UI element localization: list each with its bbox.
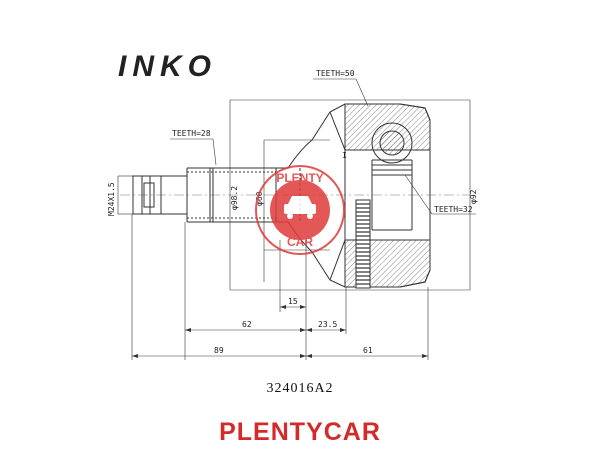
teeth-inner-label: TEETH=32 xyxy=(434,205,473,214)
dia-60-label: φ60 xyxy=(255,191,264,206)
dim-61-label: 61 xyxy=(363,346,373,355)
plentycar-watermark: PLENTY CAR xyxy=(255,165,345,255)
splined-shaft xyxy=(187,167,277,223)
part-number: 324016A2 xyxy=(266,381,334,396)
dim-15-label: 15 xyxy=(288,297,298,306)
dim-23-5-label: 23.5 xyxy=(318,320,337,329)
dimension-lines xyxy=(117,78,476,360)
dim-89-label: 89 xyxy=(214,346,224,355)
dia-98-label: φ98.2 xyxy=(230,186,239,210)
dia-92-label: φ92 xyxy=(469,189,478,204)
threaded-stub xyxy=(132,168,188,222)
dimension-arrows xyxy=(132,305,428,358)
watermark-top: PLENTY xyxy=(276,171,323,185)
dim-62-label: 62 xyxy=(242,320,252,329)
teeth-outer-label: TEETH=50 xyxy=(316,69,355,78)
watermark-bottom: CAR xyxy=(287,235,313,249)
teeth-shaft-label: TEETH=28 xyxy=(172,129,211,138)
footer-brand: PLENTYCAR xyxy=(219,418,381,446)
abs-ring xyxy=(355,199,371,289)
thread-label: M24X1.5 xyxy=(107,182,116,216)
brand-logo: INKO xyxy=(118,50,217,83)
section-mark: I xyxy=(342,151,347,160)
